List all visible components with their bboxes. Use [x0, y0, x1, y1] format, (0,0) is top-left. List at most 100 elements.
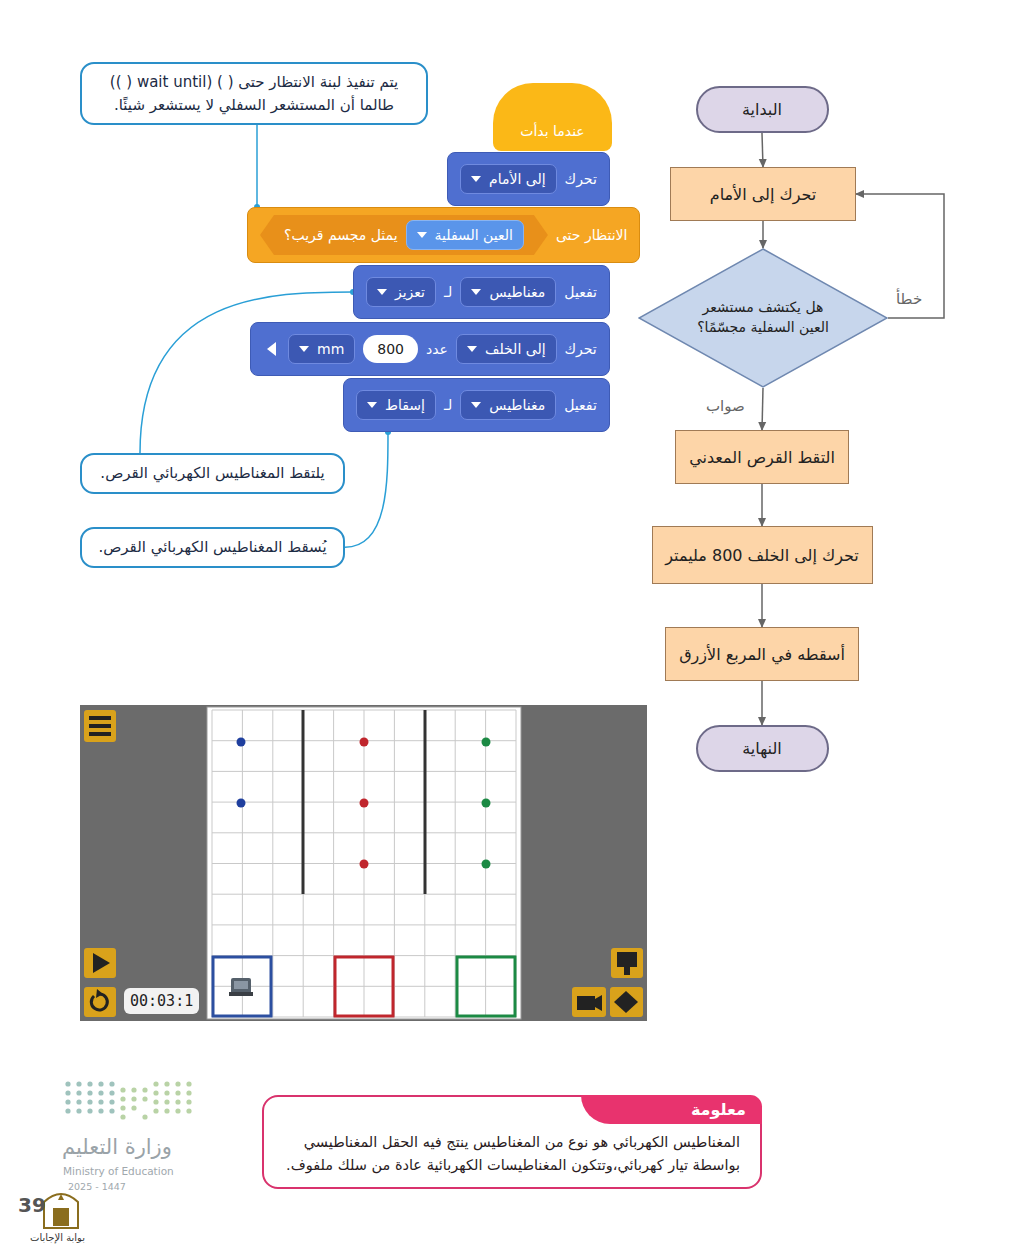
- page-number: 39: [18, 1193, 46, 1217]
- block-node: تفعيل مغناطيس لـ تعزيز: [353, 265, 610, 319]
- playfield: [207, 707, 521, 1019]
- dropdown-text: mm: [317, 341, 344, 357]
- decision-text: هل يكتشف مستشعر العين السفلية مجسّمًا؟: [688, 298, 838, 337]
- dropdown-arrow: [377, 289, 387, 295]
- callout-node: يتم تنفيذ لبنة الانتظار حتى ( ) (wait un…: [80, 62, 428, 125]
- flow-arrow: [762, 133, 763, 167]
- wall: [302, 710, 305, 894]
- block-label: يمثل مجسم قريب؟: [284, 227, 398, 243]
- ministry-logo: [65, 1081, 191, 1119]
- dropdown-arrow: [471, 176, 481, 182]
- dropdown-field: مغناطيس: [460, 277, 556, 307]
- edge-label: خطأ: [893, 290, 925, 308]
- proc-node: التقط القرص المعدني: [675, 430, 849, 484]
- callout-text: يتم تنفيذ لبنة الانتظار حتى ( ) (wait un…: [110, 73, 398, 114]
- dropdown-arrow: [367, 402, 377, 408]
- flow-arrow: [856, 194, 944, 318]
- dropdown-field: إسقاط: [356, 390, 436, 420]
- flow-arrow: [761, 584, 763, 627]
- ministry-name: وزارة التعليم: [62, 1135, 172, 1159]
- wall: [424, 710, 427, 894]
- block-label: تفعيل: [564, 397, 597, 413]
- menu-icon: [84, 710, 116, 742]
- move-icon: [610, 987, 643, 1017]
- simulator-panel: [80, 705, 647, 1021]
- grid: [212, 710, 516, 1017]
- dropdown-field: مغناطيس: [460, 390, 556, 420]
- dropdown-text: مغناطيس: [489, 284, 545, 300]
- info-text: المغناطيس الكهربائي هو نوع من المغناطيس …: [284, 1131, 740, 1177]
- process-text: أسقطه في المربع الأزرق: [679, 645, 845, 664]
- dropdown-arrow: [417, 232, 427, 238]
- robot: [229, 978, 253, 996]
- process-text: التقط القرص المعدني: [689, 448, 835, 467]
- reset-icon: [84, 987, 116, 1017]
- proc-node: تحرك إلى الخلف 800 مليمتر: [652, 526, 873, 584]
- dropdown-field: تعزيز: [366, 277, 436, 307]
- dropdown-text: إسقاط: [385, 397, 425, 413]
- block-label: تفعيل: [564, 284, 597, 300]
- red-square: [335, 957, 393, 1016]
- green-square: [457, 957, 515, 1016]
- hat-node: عندما بدأت: [493, 83, 612, 151]
- callout-node: يُسقط المغناطيس الكهربائي القرص.: [80, 527, 345, 568]
- play-icon: [84, 948, 116, 978]
- discs: [237, 738, 491, 869]
- dropdown-field: العين السفلية: [406, 220, 524, 250]
- term-node: النهاية: [696, 725, 829, 772]
- info-node: معلومة المغناطيس الكهربائي هو نوع من المغ…: [262, 1095, 762, 1189]
- dropdown-text: مغناطيس: [489, 397, 545, 413]
- edge-label: صواب: [703, 397, 748, 415]
- block-label: لـ: [444, 397, 452, 413]
- timer: 00:03:1: [124, 988, 199, 1014]
- block-node: تحرك إلى الخلف عدد 800 mm: [250, 322, 610, 376]
- dropdown-arrow: [299, 346, 309, 352]
- process-text: تحرك إلى الخلف 800 مليمتر: [665, 546, 858, 565]
- dropdown-text: تعزيز: [395, 284, 425, 300]
- hat-block-text: عندما بدأت: [520, 123, 584, 139]
- decision-diamond: [638, 248, 888, 388]
- wait-node: الانتظار حتى العين السفلية يمثل مجسم قريب؟: [247, 207, 640, 263]
- process-text: تحرك إلى الأمام: [710, 185, 817, 204]
- answers-logo: [44, 1194, 78, 1228]
- watermark: بوابة الإجابات: [30, 1232, 85, 1243]
- terminal-text: البداية: [742, 100, 782, 119]
- flow-arrow: [762, 221, 764, 248]
- block-label: الانتظار حتى: [556, 227, 628, 243]
- flow-arrow: [761, 484, 763, 526]
- block-node: تحرك إلى الأمام: [447, 152, 610, 206]
- dropdown-arrow: [471, 402, 481, 408]
- flow-arrow: [761, 681, 763, 725]
- block-node: تفعيل مغناطيس لـ إسقاط: [343, 378, 610, 432]
- ministry-name-en: Ministry of Education: [63, 1165, 174, 1177]
- info-heading: معلومة: [581, 1095, 762, 1124]
- leader-line: [345, 432, 388, 547]
- dropdown-text: إلى الخلف: [485, 341, 546, 357]
- flow-arrow: [762, 388, 763, 430]
- term-node: البداية: [696, 86, 829, 133]
- blue-square: [213, 957, 271, 1016]
- dropdown-arrow: [471, 289, 481, 295]
- proc-node: تحرك إلى الأمام: [670, 167, 856, 221]
- proc-node: أسقطه في المربع الأزرق: [665, 627, 859, 681]
- collapse-arrow: [267, 342, 276, 356]
- dropdown-field: إلى الأمام: [460, 164, 557, 194]
- block-label: لـ: [444, 284, 452, 300]
- number-field: 800: [363, 335, 418, 363]
- callout-text: يلتقط المغناطيس الكهربائي القرص.: [100, 464, 324, 482]
- callout-text: يُسقط المغناطيس الكهربائي القرص.: [98, 538, 326, 556]
- block-label: تحرك: [565, 341, 597, 357]
- callout-node: يلتقط المغناطيس الكهربائي القرص.: [80, 453, 345, 494]
- view-icon: [611, 948, 643, 978]
- condition-slot: العين السفلية يمثل مجسم قريب؟: [260, 215, 548, 255]
- dropdown-text: العين السفلية: [435, 227, 513, 243]
- camera-icon: [572, 987, 606, 1017]
- dropdown-field: إلى الخلف: [456, 334, 557, 364]
- info-body: المغناطيس الكهربائي هو نوع من المغناطيس …: [284, 1131, 740, 1177]
- dropdown-arrow: [467, 346, 477, 352]
- leader-line: [256, 125, 258, 207]
- block-label: تحرك: [565, 171, 597, 187]
- terminal-text: النهاية: [742, 739, 781, 758]
- block-label: عدد: [426, 341, 448, 357]
- dropdown-text: إلى الأمام: [489, 171, 546, 187]
